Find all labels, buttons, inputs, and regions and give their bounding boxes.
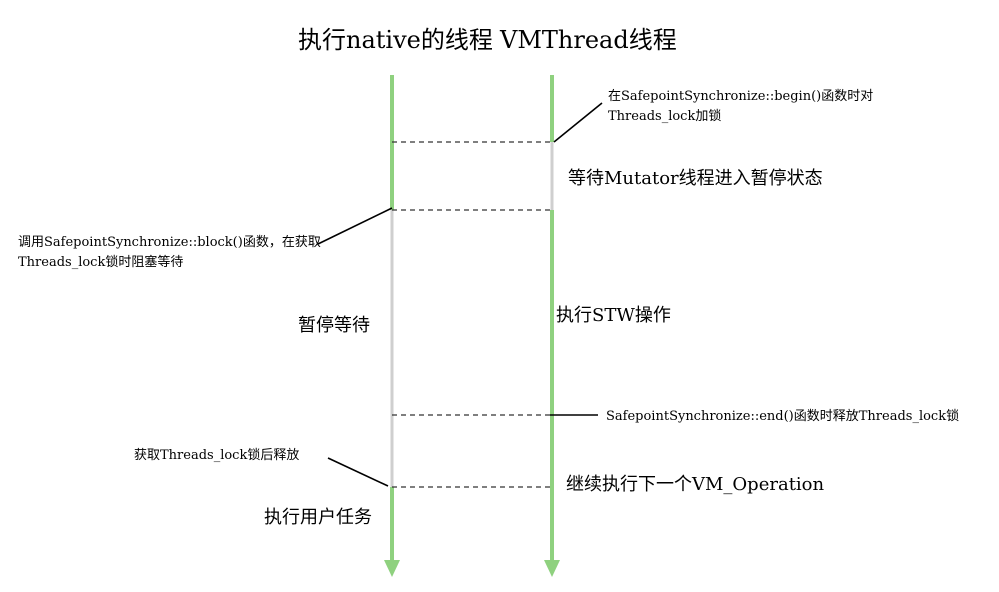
release-note-connector (327, 457, 389, 487)
block-note: 调用SafepointSynchronize::block()函数，在获取 Th… (18, 235, 325, 270)
pause-wait-label: 暂停等待 (298, 315, 370, 336)
native-lifeline-arrowhead (384, 560, 400, 577)
begin-note-line-2: Threads_lock加锁 (608, 108, 721, 124)
block-note-line-2: Threads_lock锁时阻塞等待 (18, 254, 183, 270)
wait-mutator-label: 等待Mutator线程进入暂停状态 (568, 168, 823, 189)
block-note-line-1: 调用SafepointSynchronize::block()函数，在获取 (18, 235, 321, 250)
release-note: 获取Threads_lock锁后释放 (134, 447, 299, 463)
next-vm-operation-label: 继续执行下一个VM_Operation (566, 474, 825, 495)
stw-operation-label: 执行STW操作 (556, 305, 671, 326)
native-lane-title: 执行native的线程 (298, 26, 493, 54)
begin-note: 在SafepointSynchronize::begin()函数时对 Threa… (608, 89, 877, 124)
vm-lifeline-arrowhead (544, 560, 560, 577)
user-task-label: 执行用户任务 (264, 507, 372, 528)
begin-note-line-1: 在SafepointSynchronize::begin()函数时对 (608, 89, 873, 104)
block-note-connector (317, 207, 393, 245)
vm-lane-title: VMThread线程 (499, 26, 677, 54)
begin-note-connector (553, 102, 603, 143)
end-note: SafepointSynchronize::end()函数时释放Threads_… (606, 408, 959, 424)
